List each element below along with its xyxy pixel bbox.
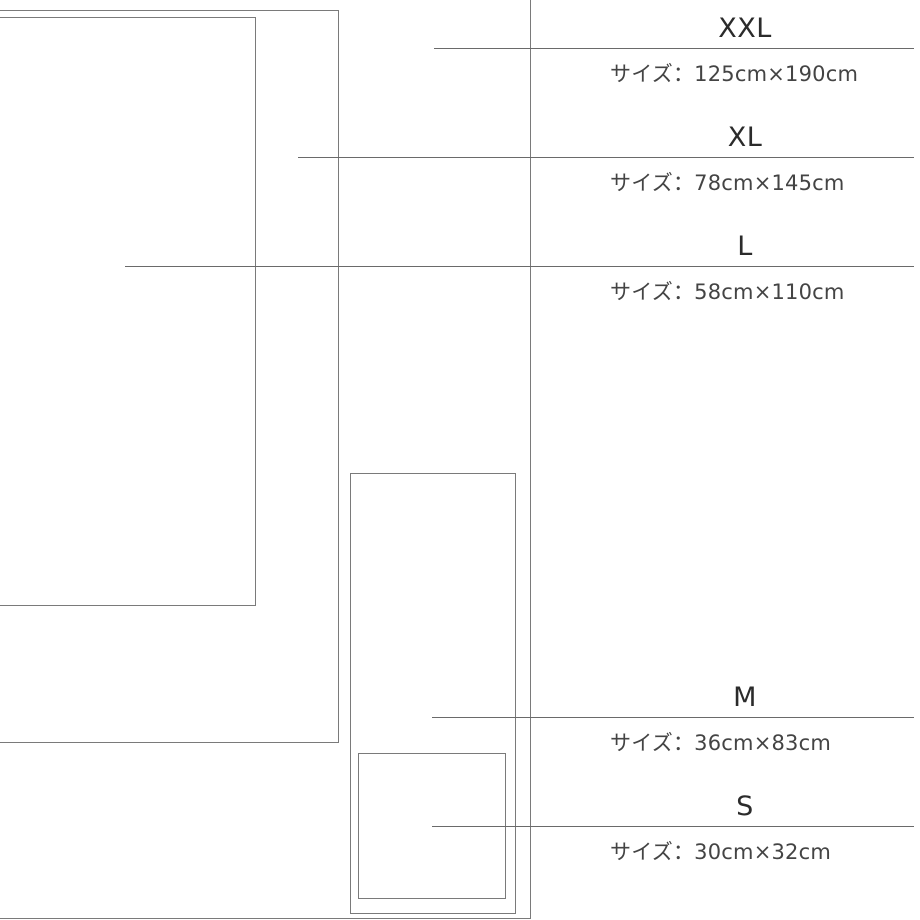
size-dimensions-s: サイズ：30cm×32cm	[610, 840, 832, 864]
size-name-s: S	[736, 791, 754, 822]
leader-line-xxl	[434, 48, 914, 49]
outline-m	[350, 473, 516, 914]
leader-line-l	[125, 266, 914, 267]
size-dimensions-xxl: サイズ：125cm×190cm	[610, 62, 859, 86]
size-dimensions-xl: サイズ：78cm×145cm	[610, 171, 845, 195]
size-dimensions-l: サイズ：58cm×110cm	[610, 280, 845, 304]
size-name-xxl: XXL	[718, 13, 772, 44]
size-name-xl: XL	[727, 122, 763, 153]
leader-line-m	[432, 717, 914, 718]
outline-xl	[0, 10, 339, 743]
size-name-l: L	[737, 231, 753, 262]
leader-line-xl	[298, 157, 914, 158]
leader-line-s	[432, 826, 914, 827]
outline-l	[0, 17, 256, 606]
size-dimensions-m: サイズ：36cm×83cm	[610, 731, 832, 755]
outline-xxl	[0, 0, 531, 919]
size-name-m: M	[733, 682, 757, 713]
